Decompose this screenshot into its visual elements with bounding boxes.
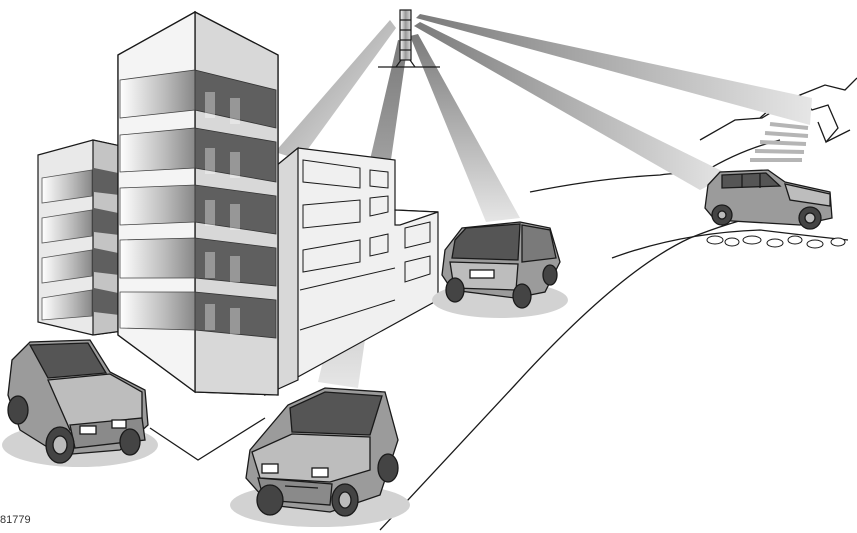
vehicle-icon bbox=[705, 170, 845, 248]
vehicle-icon bbox=[432, 222, 568, 318]
building-icon bbox=[38, 140, 130, 335]
signal-beam-icon bbox=[410, 34, 520, 222]
vehicle-icon bbox=[2, 340, 158, 467]
signal-bars bbox=[750, 124, 808, 160]
signal-beam-icon bbox=[416, 14, 812, 125]
building-icon bbox=[118, 12, 278, 395]
vehicle-icon bbox=[230, 388, 410, 527]
figure-reference-number: 81779 bbox=[0, 514, 31, 526]
